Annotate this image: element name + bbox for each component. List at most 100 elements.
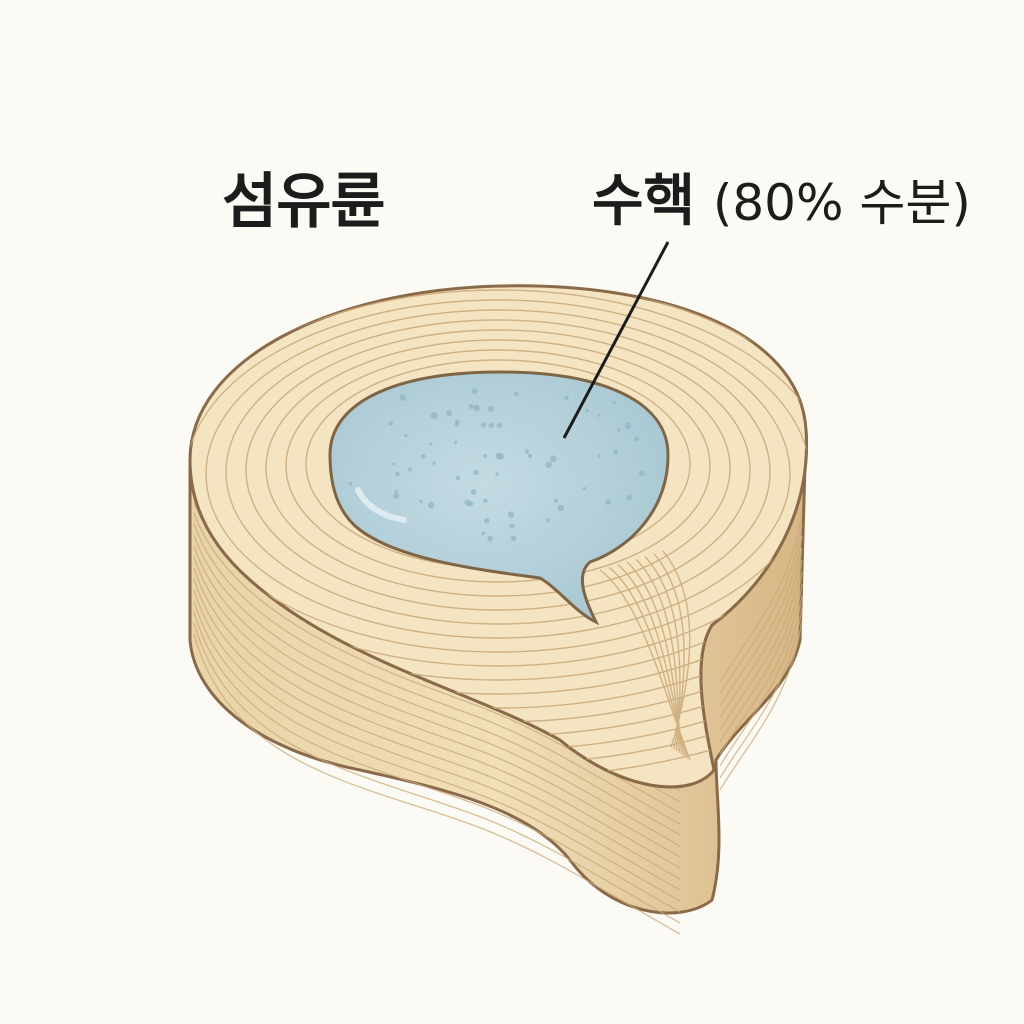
side-striation	[193, 611, 681, 913]
nucleus-speckle	[404, 434, 408, 438]
nucleus-speckle	[470, 489, 477, 495]
nucleus-highlight	[355, 487, 407, 523]
side-striation	[193, 622, 681, 924]
lamella-ring	[190, 285, 807, 695]
nucleus-speckle	[487, 405, 494, 412]
nucleus-speckle	[473, 469, 479, 476]
nucleus-speckle	[545, 461, 552, 469]
nucleus-speckle	[481, 531, 486, 536]
nucleus-speckle	[626, 494, 632, 501]
side-striation	[193, 534, 681, 836]
lamella-ring	[190, 289, 807, 667]
nucleus-pulposus	[328, 370, 670, 626]
side-striation	[719, 535, 803, 707]
nucleus-speckle	[639, 470, 645, 477]
nucleus-speckle	[597, 413, 601, 417]
lamella-ring	[190, 285, 807, 681]
nucleus-speckle	[597, 454, 601, 458]
nucleus-speckle	[617, 428, 621, 432]
nucleus-label-detail: (80% 수분)	[712, 174, 971, 232]
side-striation	[193, 523, 681, 825]
nucleus-speckle	[612, 400, 616, 404]
nucleus-speckle	[420, 454, 426, 459]
side-striation	[193, 589, 681, 891]
nucleus-speckle	[471, 388, 478, 395]
nucleus-speckle	[514, 391, 519, 396]
lamella-ring	[205, 309, 791, 639]
side-striation	[193, 545, 681, 847]
nucleus-speckle	[582, 486, 587, 491]
nucleus-speckle	[427, 501, 435, 509]
side-striation	[193, 600, 681, 902]
side-striation	[193, 556, 681, 858]
nucleus-speckle	[497, 453, 505, 460]
nucleus-speckle	[564, 395, 569, 400]
side-striation	[719, 583, 803, 755]
nucleus-speckle	[394, 471, 400, 477]
lamella-ring	[285, 349, 711, 583]
nucleus-speckle	[453, 440, 458, 445]
annulus-side-striations	[193, 490, 803, 935]
nucleus-speckle	[392, 462, 396, 466]
side-striation	[719, 559, 803, 731]
side-striation	[719, 607, 803, 779]
nucleus-speckle	[550, 455, 557, 463]
nucleus-leader-line	[562, 241, 670, 439]
nucleus-speckle	[468, 403, 474, 409]
nucleus-speckle	[464, 499, 471, 506]
nucleus-speckle	[585, 408, 589, 413]
nucleus-speckle	[419, 499, 423, 504]
nucleus-speckle	[454, 422, 459, 427]
lamella-ring	[245, 329, 751, 611]
lamella-ring	[265, 339, 731, 597]
nucleus-texture-dots	[348, 388, 645, 542]
nucleus-speckle	[393, 493, 400, 499]
nucleus-speckle	[446, 410, 453, 416]
nucleus-speckle	[488, 422, 494, 429]
nucleus-speckle	[407, 467, 413, 472]
nucleus-speckle	[487, 535, 493, 542]
nucleus-speckle	[430, 412, 438, 420]
nucleus-speckle	[624, 422, 632, 430]
nucleus-speckle	[557, 504, 565, 512]
nucleus-speckle	[348, 481, 352, 486]
nucleus-speckle	[553, 498, 558, 503]
nucleus-speckle	[527, 453, 533, 459]
nucleus-speckle	[484, 518, 490, 524]
side-striation	[719, 571, 803, 743]
nucleus-speckle	[510, 535, 517, 542]
nucleus-speckle	[507, 511, 515, 518]
nucleus-speckle	[524, 449, 529, 454]
nucleus-speckle	[428, 442, 433, 446]
nucleus-speckle	[509, 523, 515, 529]
nucleus-speckle	[399, 394, 407, 401]
nucleus-speckle	[481, 422, 487, 428]
nucleus-speckle	[495, 472, 499, 476]
nucleus-speckle	[605, 499, 611, 505]
nucleus-speckle	[546, 518, 551, 523]
side-striation	[719, 523, 803, 695]
lamella-swirl	[662, 550, 691, 748]
nucleus-speckle	[613, 449, 619, 455]
lamella-ring	[190, 299, 807, 653]
nucleus-label-main: 수핵	[592, 169, 696, 234]
side-striation	[193, 567, 681, 869]
nucleus-speckle	[388, 421, 394, 426]
nucleus-speckle	[483, 498, 488, 503]
nucleus-speckle	[432, 461, 436, 465]
side-striation	[719, 511, 803, 683]
side-striation	[193, 633, 681, 935]
nucleus-speckle	[455, 475, 461, 481]
lamella-ring	[190, 285, 807, 709]
annulus-label: 섬유륜	[222, 167, 386, 237]
side-striation	[719, 595, 803, 767]
side-striation	[719, 547, 803, 719]
nucleus-speckle	[473, 404, 480, 412]
side-striation	[193, 578, 681, 880]
lamella-ring	[225, 319, 771, 625]
nucleus-label: 수핵 (80% 수분)	[592, 174, 971, 230]
nucleus-speckle	[496, 422, 503, 429]
side-striation	[719, 619, 803, 791]
